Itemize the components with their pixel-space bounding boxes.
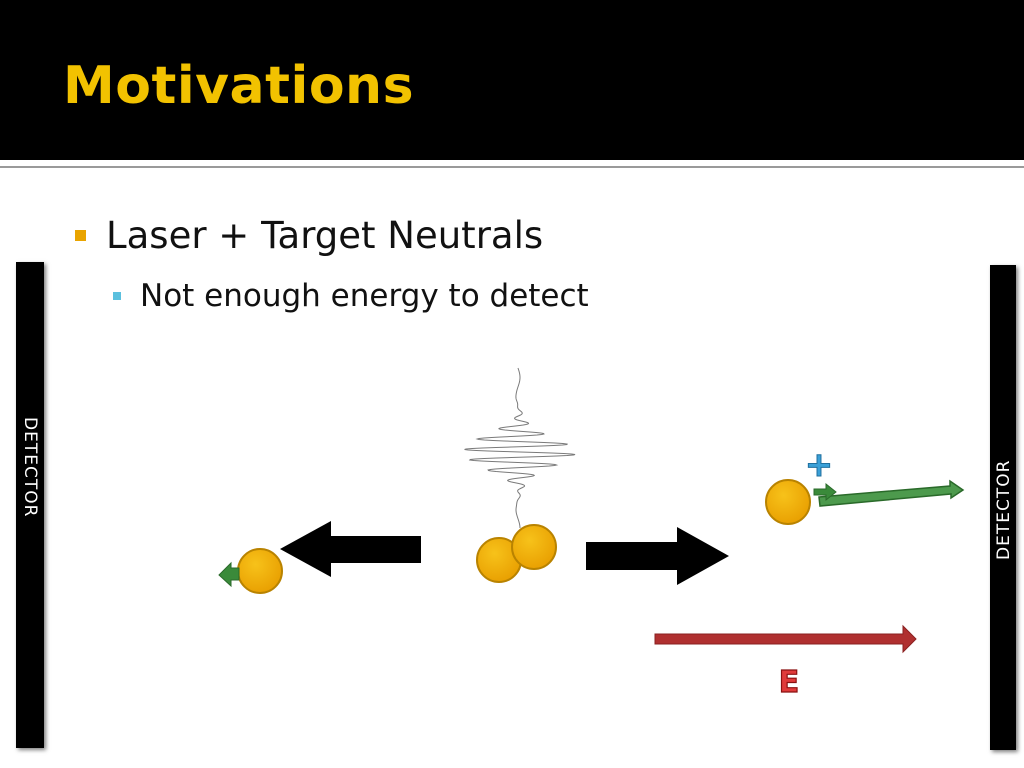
bullet-square-icon [75, 230, 86, 241]
bullet-text-level-1: Laser + Target Neutrals [106, 214, 544, 257]
ion-fragment [765, 479, 811, 525]
neutral-fragment [237, 548, 283, 594]
laser-pulse-wave [464, 367, 576, 529]
ion-velocity-arrow [818, 479, 965, 507]
ion-small-arrow [813, 482, 837, 502]
neutral-velocity-arrow [218, 561, 240, 588]
header-divider [0, 160, 1024, 168]
slide-title: Motivations [63, 56, 415, 116]
electric-field-label: E [779, 665, 800, 700]
right-motion-arrow [586, 527, 729, 585]
bullet-text-level-2: Not enough energy to detect [140, 278, 589, 314]
right-detector: DETECTOR [990, 265, 1016, 750]
target-particle-2 [511, 524, 557, 570]
electric-field-arrow [654, 624, 917, 654]
positive-charge-icon: + [805, 445, 834, 485]
bullet-level-2: Not enough energy to detect [113, 278, 589, 314]
left-motion-arrow [280, 521, 421, 577]
sub-bullet-square-icon [113, 292, 121, 300]
bullet-level-1: Laser + Target Neutrals [75, 214, 543, 257]
left-detector: DETECTOR [16, 262, 44, 748]
slide-header: Motivations [0, 0, 1024, 160]
